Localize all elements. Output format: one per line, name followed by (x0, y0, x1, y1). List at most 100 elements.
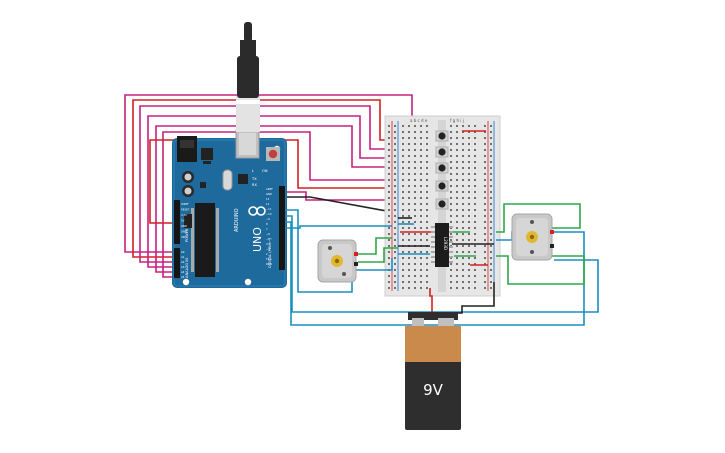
arduino-uno-board[interactable]: ARDUINO UNO DIGITAL (PWM~) POWER ANALOG … (172, 129, 287, 288)
breadboard-hole[interactable] (408, 185, 410, 187)
breadboard-hole[interactable] (474, 221, 476, 223)
breadboard-hole[interactable] (426, 191, 428, 193)
breadboard-hole[interactable] (388, 197, 390, 199)
breadboard-hole[interactable] (426, 131, 428, 133)
breadboard-hole[interactable] (414, 125, 416, 127)
breadboard-hole[interactable] (426, 239, 428, 241)
breadboard-hole[interactable] (414, 239, 416, 241)
breadboard-hole[interactable] (474, 281, 476, 283)
breadboard-hole[interactable] (402, 233, 404, 235)
breadboard-hole[interactable] (450, 125, 452, 127)
breadboard-hole[interactable] (394, 263, 396, 265)
breadboard-hole[interactable] (402, 275, 404, 277)
breadboard-hole[interactable] (420, 233, 422, 235)
breadboard-hole[interactable] (420, 161, 422, 163)
wire-black-gnd[interactable] (285, 196, 393, 213)
breadboard-hole[interactable] (474, 269, 476, 271)
power-header[interactable] (174, 200, 180, 244)
breadboard-hole[interactable] (408, 161, 410, 163)
breadboard-hole[interactable] (462, 155, 464, 157)
breadboard-hole[interactable] (402, 209, 404, 211)
breadboard-hole[interactable] (468, 161, 470, 163)
breadboard-hole[interactable] (426, 125, 428, 127)
breadboard-hole[interactable] (490, 167, 492, 169)
breadboard-hole[interactable] (450, 263, 452, 265)
breadboard-hole[interactable] (474, 287, 476, 289)
breadboard-hole[interactable] (456, 227, 458, 229)
breadboard-hole[interactable] (414, 257, 416, 259)
breadboard-hole[interactable] (394, 227, 396, 229)
breadboard-hole[interactable] (468, 251, 470, 253)
usb-cable[interactable] (236, 22, 260, 132)
breadboard-hole[interactable] (484, 149, 486, 151)
breadboard-hole[interactable] (450, 173, 452, 175)
breadboard-hole[interactable] (414, 155, 416, 157)
breadboard-hole[interactable] (402, 131, 404, 133)
wire-green-left-2[interactable] (358, 247, 398, 263)
breadboard-hole[interactable] (490, 197, 492, 199)
breadboard-hole[interactable] (474, 161, 476, 163)
breadboard-hole[interactable] (408, 209, 410, 211)
breadboard-hole[interactable] (474, 215, 476, 217)
breadboard-hole[interactable] (394, 143, 396, 145)
breadboard-hole[interactable] (462, 197, 464, 199)
breadboard-hole[interactable] (402, 137, 404, 139)
breadboard-hole[interactable] (402, 257, 404, 259)
breadboard-hole[interactable] (484, 257, 486, 259)
breadboard-hole[interactable] (450, 161, 452, 163)
breadboard-hole[interactable] (420, 143, 422, 145)
breadboard-hole[interactable] (450, 221, 452, 223)
breadboard-hole[interactable] (474, 179, 476, 181)
breadboard-hole[interactable] (426, 203, 428, 205)
breadboard-hole[interactable] (484, 227, 486, 229)
breadboard-hole[interactable] (468, 185, 470, 187)
breadboard-hole[interactable] (468, 275, 470, 277)
breadboard-hole[interactable] (468, 191, 470, 193)
breadboard-hole[interactable] (450, 275, 452, 277)
wire-magenta-6[interactable] (285, 191, 392, 201)
breadboard-hole[interactable] (456, 131, 458, 133)
breadboard-hole[interactable] (456, 257, 458, 259)
breadboard-hole[interactable] (402, 179, 404, 181)
breadboard-hole[interactable] (388, 179, 390, 181)
breadboard-hole[interactable] (388, 221, 390, 223)
breadboard-hole[interactable] (450, 191, 452, 193)
breadboard-hole[interactable] (474, 137, 476, 139)
breadboard-hole[interactable] (468, 167, 470, 169)
breadboard-hole[interactable] (484, 131, 486, 133)
breadboard-hole[interactable] (402, 239, 404, 241)
breadboard-hole[interactable] (484, 221, 486, 223)
breadboard-hole[interactable] (490, 191, 492, 193)
breadboard-hole[interactable] (426, 197, 428, 199)
breadboard-hole[interactable] (462, 203, 464, 205)
breadboard-hole[interactable] (468, 233, 470, 235)
breadboard-hole[interactable] (474, 149, 476, 151)
breadboard-hole[interactable] (456, 203, 458, 205)
breadboard-hole[interactable] (426, 263, 428, 265)
breadboard-hole[interactable] (468, 143, 470, 145)
breadboard-hole[interactable] (394, 155, 396, 157)
breadboard-hole[interactable] (394, 275, 396, 277)
breadboard-hole[interactable] (408, 149, 410, 151)
breadboard-hole[interactable] (394, 125, 396, 127)
breadboard-hole[interactable] (484, 281, 486, 283)
breadboard-hole[interactable] (408, 221, 410, 223)
breadboard-hole[interactable] (388, 239, 390, 241)
breadboard-hole[interactable] (388, 149, 390, 151)
breadboard-hole[interactable] (484, 251, 486, 253)
breadboard-hole[interactable] (388, 281, 390, 283)
breadboard-hole[interactable] (408, 137, 410, 139)
breadboard-hole[interactable] (426, 227, 428, 229)
breadboard-hole[interactable] (408, 239, 410, 241)
breadboard-hole[interactable] (456, 143, 458, 145)
breadboard-hole[interactable] (490, 203, 492, 205)
breadboard-hole[interactable] (394, 239, 396, 241)
breadboard-hole[interactable] (462, 143, 464, 145)
breadboard-hole[interactable] (474, 209, 476, 211)
breadboard-hole[interactable] (426, 233, 428, 235)
breadboard-hole[interactable] (462, 125, 464, 127)
breadboard-hole[interactable] (462, 209, 464, 211)
wire-green-left[interactable] (358, 237, 392, 255)
breadboard-hole[interactable] (402, 149, 404, 151)
breadboard-hole[interactable] (402, 251, 404, 253)
